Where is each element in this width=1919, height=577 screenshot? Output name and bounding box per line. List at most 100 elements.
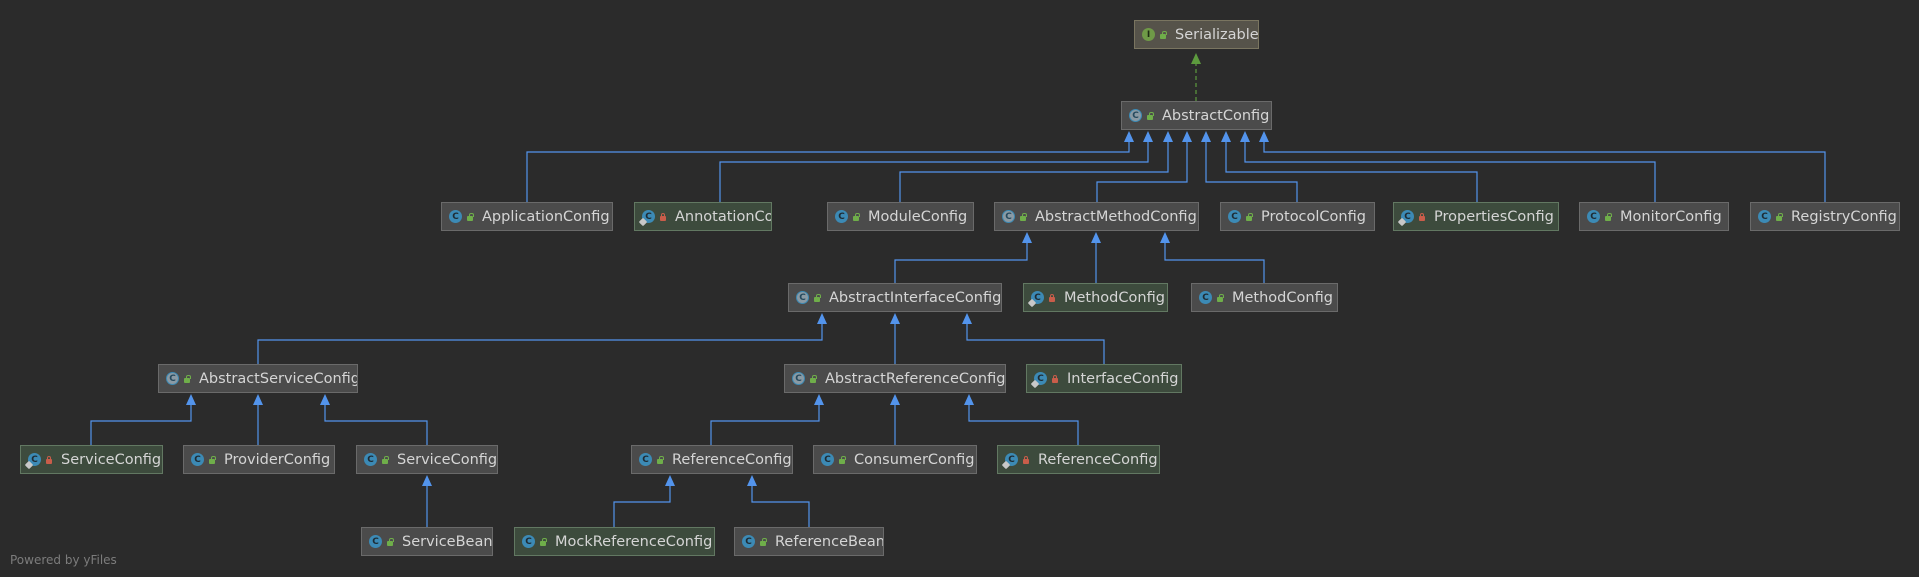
arrowhead-icon (186, 394, 196, 405)
interface-icon: I (1142, 28, 1155, 41)
edge-line (899, 141, 1169, 202)
class-icon: C (364, 453, 377, 466)
edge-line (719, 141, 1149, 202)
class-node-label: ProtocolConfig (1261, 208, 1366, 225)
edge-line (710, 404, 820, 445)
arrowhead-icon (1221, 131, 1231, 142)
private-modifier-icon (659, 212, 667, 221)
extends-edge (320, 394, 428, 445)
class-icon: C (1199, 291, 1212, 304)
class-node-label: AbstractInterfaceConfig (829, 289, 1002, 306)
arrowhead-icon (1191, 53, 1201, 64)
abstract-class-icon: C (1002, 210, 1015, 223)
extends-edge (747, 475, 810, 527)
public-modifier-icon (838, 455, 846, 464)
class-icon: C (742, 535, 755, 548)
private-modifier-icon (45, 455, 53, 464)
extends-edge (1240, 131, 1656, 202)
arrowhead-icon (1163, 131, 1173, 142)
private-modifier-icon (1022, 455, 1030, 464)
public-modifier-icon (1019, 212, 1027, 221)
class-node-label: AbstractReferenceConfig (825, 370, 1006, 387)
edge-line (966, 323, 1105, 364)
public-modifier-icon (809, 374, 817, 383)
class-node-service-config-1[interactable]: C ServiceConfig (20, 445, 163, 474)
anonymous-class-icon: C (1031, 291, 1044, 304)
abstract-class-icon: C (1129, 109, 1142, 122)
arrowhead-icon (1160, 232, 1170, 243)
edge-line (324, 404, 428, 445)
class-node-label: MethodConfig (1232, 289, 1333, 306)
extends-edge (890, 394, 900, 445)
extends-edge (964, 394, 1079, 445)
edge-line (1244, 141, 1656, 202)
anonymous-class-icon: C (1401, 210, 1414, 223)
public-modifier-icon (539, 537, 547, 546)
edge-line (1096, 141, 1188, 202)
arrowhead-icon (1182, 131, 1192, 142)
extends-edge (899, 131, 1173, 202)
arrowhead-icon (665, 475, 675, 486)
class-node-method-config-2[interactable]: C MethodConfig (1191, 283, 1338, 312)
class-node-abstract-method-config[interactable]: C AbstractMethodConfig (994, 202, 1199, 231)
abstract-class-icon: C (166, 372, 179, 385)
class-node-label: RegistryConfig (1791, 208, 1897, 225)
anonymous-class-icon: C (28, 453, 41, 466)
edge-line (1263, 141, 1826, 202)
public-modifier-icon (759, 537, 767, 546)
private-modifier-icon (1048, 293, 1056, 302)
arrowhead-icon (1091, 232, 1101, 243)
class-node-annotation-config[interactable]: CAnnotationConfig (634, 202, 772, 231)
class-node-label: AbstractMethodConfig (1035, 208, 1197, 225)
class-node-label: ServiceBean (402, 533, 493, 550)
public-modifier-icon (1245, 212, 1253, 221)
extends-edge (257, 313, 827, 364)
public-modifier-icon (183, 374, 191, 383)
extends-edge (1096, 131, 1192, 202)
class-node-label: ConsumerConfig (854, 451, 975, 468)
arrowhead-icon (890, 394, 900, 405)
arrowhead-icon (814, 394, 824, 405)
class-icon: C (1587, 210, 1600, 223)
extends-edge (1091, 232, 1101, 283)
extends-edge (526, 131, 1134, 202)
extends-edge (962, 313, 1105, 364)
class-icon: C (191, 453, 204, 466)
extends-edge (890, 313, 900, 364)
extends-edge (1221, 131, 1478, 202)
public-modifier-icon (813, 293, 821, 302)
class-node-label: ReferenceBean (775, 533, 884, 550)
extends-edge (894, 232, 1032, 283)
arrowhead-icon (1124, 131, 1134, 142)
class-node-label: AnnotationConfig (675, 208, 772, 225)
arrowhead-icon (1240, 131, 1250, 142)
class-node-label: ServiceConfig (61, 451, 162, 468)
extends-edge (719, 131, 1153, 202)
extends-edge (613, 475, 675, 527)
public-modifier-icon (1604, 212, 1612, 221)
edge-line (1164, 242, 1265, 283)
class-node-reference-bean[interactable]: C ReferenceBean (734, 527, 884, 556)
extends-edge (1201, 131, 1298, 202)
